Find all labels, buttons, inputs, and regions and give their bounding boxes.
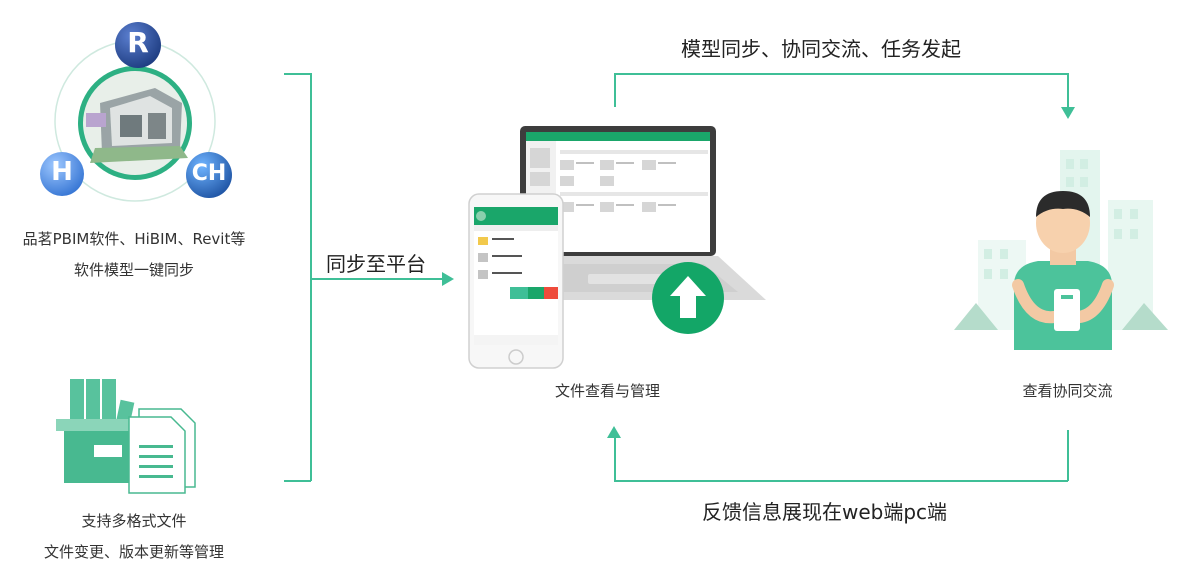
pbim-icon-letter: CH <box>191 161 227 186</box>
left-top-caption: 品茗PBIM软件、HiBIM、Revit等 软件模型一键同步 <box>0 224 268 286</box>
document-stack-icon <box>125 405 205 495</box>
bracket-bottom <box>284 480 311 482</box>
sync-arrow-head <box>442 272 454 286</box>
bottom-flow-left-vertical <box>614 437 616 481</box>
phone-illustration <box>468 193 564 369</box>
top-flow-left-vertical <box>614 73 616 107</box>
hibim-icon-letter: H <box>51 157 73 187</box>
software-sync-illustration <box>40 18 240 218</box>
sync-platform-label: 同步至平台 <box>326 252 426 276</box>
bottom-flow-label: 反馈信息展现在web端pc端 <box>702 500 948 524</box>
left-bottom-caption-line2: 文件变更、版本更新等管理 <box>43 543 224 561</box>
center-caption: 文件查看与管理 <box>554 382 660 400</box>
top-flow-right-vertical <box>1067 73 1069 108</box>
bottom-flow-arrow-head <box>607 426 621 438</box>
right-caption: 查看协同交流 <box>1022 382 1113 400</box>
revit-icon: R <box>115 22 161 68</box>
top-flow-label: 模型同步、协同交流、任务发起 <box>681 37 961 61</box>
left-bottom-caption-line1: 支持多格式文件 <box>81 512 187 530</box>
top-flow-horizontal <box>614 73 1068 75</box>
person-with-phone-icon <box>950 145 1175 355</box>
bottom-flow-right-vertical <box>1067 430 1069 481</box>
bracket-top <box>284 73 311 75</box>
left-top-caption-line2: 软件模型一键同步 <box>73 261 194 279</box>
revit-icon-letter: R <box>127 26 149 59</box>
top-flow-arrow-head <box>1061 107 1075 119</box>
left-bottom-caption: 支持多格式文件 文件变更、版本更新等管理 <box>0 506 268 568</box>
bracket-vertical <box>310 73 312 481</box>
pbim-icon: CH <box>186 152 232 198</box>
bottom-flow-horizontal <box>614 480 1068 482</box>
hibim-icon: H <box>40 152 84 196</box>
upload-arrow-icon <box>652 262 724 334</box>
sync-arrow-line <box>311 278 443 280</box>
left-top-caption-line1: 品茗PBIM软件、HiBIM、Revit等 <box>22 230 246 248</box>
